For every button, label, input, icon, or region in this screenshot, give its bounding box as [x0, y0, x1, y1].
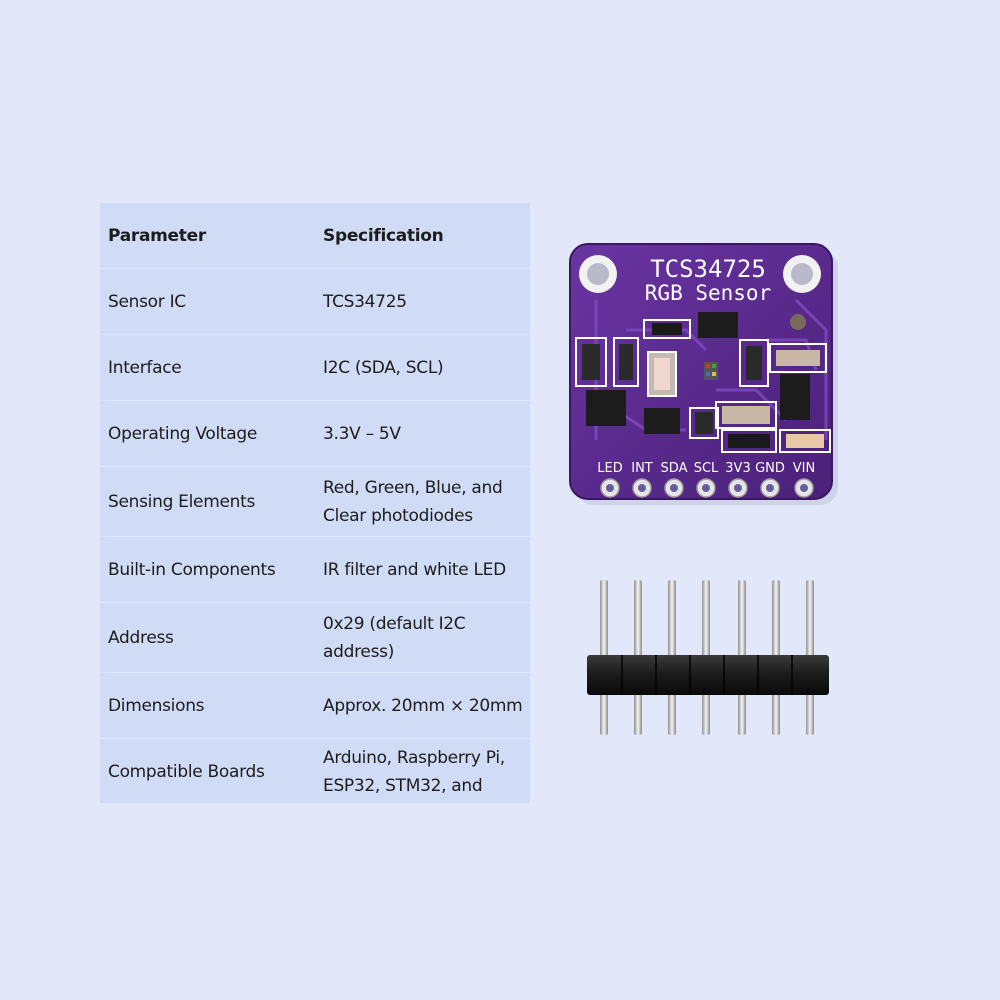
param-cell: Dimensions [108, 695, 205, 716]
table-row: Address 0x29 (default I2C address) [100, 603, 530, 673]
param-cell: Address [108, 627, 174, 648]
pin-label-vin: VIN [793, 461, 815, 476]
header-parameter: Parameter [108, 225, 206, 246]
param-cell: Compatible Boards [108, 762, 265, 782]
param-cell: Interface [108, 357, 182, 378]
pin-header-svg [587, 580, 829, 735]
value-cell: TCS34725 [323, 291, 407, 312]
param-cell: Operating Voltage [108, 423, 258, 444]
pin-label-int: INT [631, 461, 653, 476]
value-cell: 0x29 (default I2C address) [323, 613, 466, 662]
param-cell: Built-in Components [108, 559, 276, 580]
value-cell: IR filter and white LED [323, 559, 506, 580]
table-row: Sensor IC TCS34725 [100, 269, 530, 335]
table-row: Compatible Boards Arduino, Raspberry Pi,… [100, 739, 530, 805]
sensor-board-svg: TCS34725 RGB Sensor [569, 243, 838, 505]
table-row: Sensing Elements Red, Green, Blue, and C… [100, 467, 530, 537]
board-title: TCS34725 [650, 255, 766, 283]
value-cell: Approx. 20mm × 20mm [323, 695, 523, 716]
table-row: Operating Voltage 3.3V – 5V [100, 401, 530, 467]
table-row: Interface I2C (SDA, SCL) [100, 335, 530, 401]
table-row: Dimensions Approx. 20mm × 20mm [100, 673, 530, 739]
param-cell: Sensing Elements [108, 491, 256, 512]
pin-label-sda: SDA [661, 461, 688, 476]
pin-label-3v3: 3V3 [725, 461, 750, 476]
pin-label-gnd: GND [755, 461, 785, 476]
pin-label-led: LED [597, 461, 622, 476]
value-cell: Arduino, Raspberry Pi, ESP32, STM32, and [323, 748, 505, 796]
value-cell: I2C (SDA, SCL) [323, 357, 444, 378]
spec-table: Parameter Specification Sensor IC TCS347… [100, 203, 530, 803]
value-cell: 3.3V – 5V [323, 423, 401, 444]
pin-header-housing [587, 655, 829, 695]
param-cell: Sensor IC [108, 291, 186, 312]
board-subtitle: RGB Sensor [645, 281, 771, 305]
pin-header-image [585, 575, 835, 740]
sensor-board-image: TCS34725 RGB Sensor [566, 240, 846, 510]
table-row: Built-in Components IR filter and white … [100, 537, 530, 603]
value-cell: Red, Green, Blue, and Clear photodiodes [323, 477, 503, 526]
header-specification: Specification [323, 225, 444, 246]
table-header-row: Parameter Specification [100, 203, 530, 269]
pin-label-scl: SCL [694, 461, 719, 476]
